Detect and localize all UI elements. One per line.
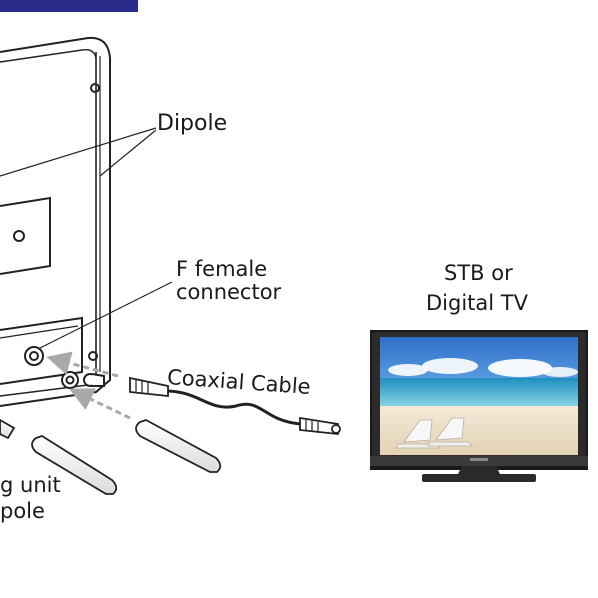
coaxial-cable-icon — [129, 376, 341, 435]
dipole-label: Dipole — [157, 111, 228, 136]
callout-lines — [0, 127, 173, 349]
dipole-rod-icon — [0, 418, 222, 495]
header-tab — [0, 0, 138, 12]
antenna-icon — [0, 36, 111, 407]
stb-label: STB or — [444, 261, 513, 285]
f-female-label: F female — [176, 257, 268, 281]
tv-icon — [370, 330, 588, 482]
left-label-line2: pole — [0, 499, 45, 523]
digital-tv-label: Digital TV — [426, 291, 528, 315]
connector-label: connector — [176, 280, 282, 304]
left-label-line1: g unit — [0, 473, 61, 497]
